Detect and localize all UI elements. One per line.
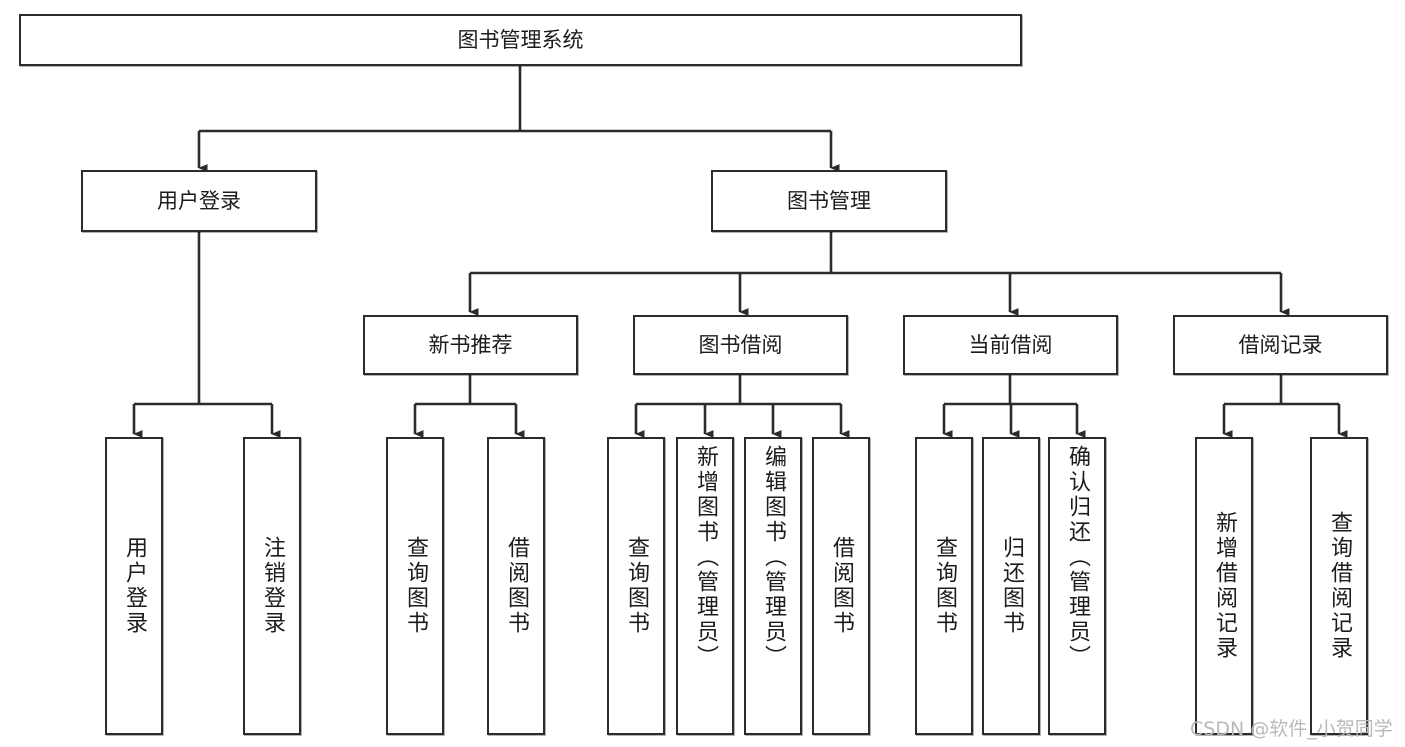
node-leaf-borrow-book-recommend[interactable]: 借阅图书 — [487, 437, 545, 735]
node-current-borrow-label: 当前借阅 — [968, 332, 1053, 357]
node-leaf-borrow-book-label: 借阅图书 — [829, 536, 854, 636]
node-new-book-recommend-label: 新书推荐 — [428, 332, 513, 357]
node-leaf-logout[interactable]: 注销登录 — [243, 437, 301, 735]
node-book-borrow[interactable]: 图书借阅 — [633, 315, 848, 375]
borrow-record-to-leaves-edges — [1222, 375, 1348, 438]
node-leaf-logout-label: 注销登录 — [260, 536, 285, 636]
node-leaf-query-borrow-record[interactable]: 查询借阅记录 — [1310, 437, 1368, 735]
node-leaf-borrow-book-recommend-label: 借阅图书 — [504, 536, 529, 636]
node-leaf-query-book-recommend-label: 查询图书 — [403, 536, 428, 636]
node-book-management[interactable]: 图书管理 — [711, 170, 947, 232]
node-root-label: 图书管理系统 — [457, 27, 584, 52]
node-book-borrow-label: 图书借阅 — [698, 332, 783, 357]
node-leaf-edit-book-admin-label: 编辑图书（管理员） — [761, 445, 786, 670]
current-borrow-to-leaves-edges — [942, 375, 1086, 438]
book-borrow-to-leaves-edges — [634, 375, 850, 438]
node-borrow-record-label: 借阅记录 — [1238, 332, 1323, 357]
node-leaf-edit-book-admin[interactable]: 编辑图书（管理员） — [744, 437, 802, 735]
node-leaf-return-book-label: 归还图书 — [999, 536, 1024, 636]
node-leaf-query-borrow-record-label: 查询借阅记录 — [1327, 511, 1352, 661]
node-leaf-add-book-admin[interactable]: 新增图书（管理员） — [676, 437, 734, 735]
node-leaf-user-login[interactable]: 用户登录 — [105, 437, 163, 735]
node-leaf-borrow-book[interactable]: 借阅图书 — [812, 437, 870, 735]
node-leaf-confirm-return-admin-label: 确认归还（管理员） — [1065, 445, 1090, 670]
node-book-management-label: 图书管理 — [787, 188, 871, 213]
node-current-borrow[interactable]: 当前借阅 — [903, 315, 1118, 375]
node-root[interactable]: 图书管理系统 — [19, 14, 1022, 66]
node-leaf-query-book-current-label: 查询图书 — [932, 536, 957, 636]
node-new-book-recommend[interactable]: 新书推荐 — [363, 315, 578, 375]
book-management-to-level2-edges — [468, 232, 1290, 316]
node-leaf-user-login-label: 用户登录 — [122, 536, 147, 636]
node-leaf-query-book-borrow-label: 查询图书 — [624, 536, 649, 636]
node-user-login-label: 用户登录 — [157, 188, 241, 213]
node-leaf-query-book-recommend[interactable]: 查询图书 — [386, 437, 444, 735]
node-leaf-add-book-admin-label: 新增图书（管理员） — [693, 445, 718, 670]
new-book-recommend-to-leaves-edges — [413, 375, 525, 438]
root-to-level1-edges — [197, 66, 840, 172]
node-leaf-add-borrow-record[interactable]: 新增借阅记录 — [1195, 437, 1253, 735]
node-leaf-query-book-current[interactable]: 查询图书 — [915, 437, 973, 735]
node-leaf-confirm-return-admin[interactable]: 确认归还（管理员） — [1048, 437, 1106, 735]
user-login-to-leaves-edges — [132, 232, 281, 438]
node-borrow-record[interactable]: 借阅记录 — [1173, 315, 1388, 375]
csdn-watermark: CSDN @软件_小贺同学 — [1190, 718, 1393, 740]
node-leaf-query-book-borrow[interactable]: 查询图书 — [607, 437, 665, 735]
node-user-login[interactable]: 用户登录 — [81, 170, 317, 232]
node-leaf-return-book[interactable]: 归还图书 — [982, 437, 1040, 735]
node-leaf-add-borrow-record-label: 新增借阅记录 — [1212, 511, 1237, 661]
